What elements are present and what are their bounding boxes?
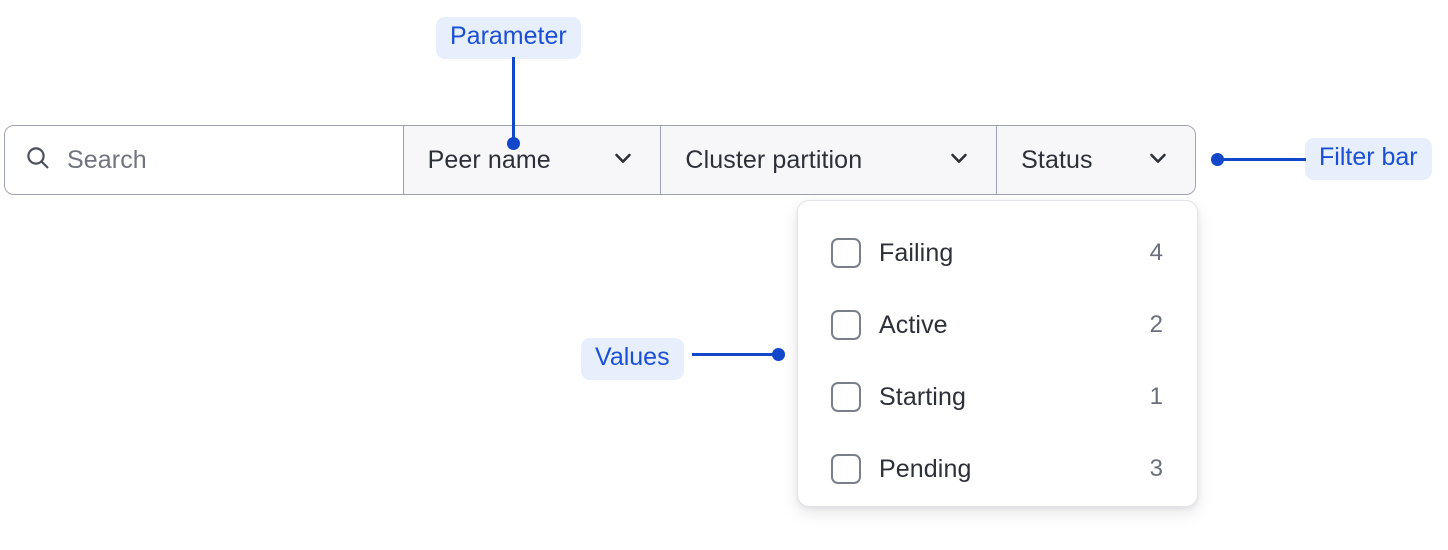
annotation-connector-filter-bar xyxy=(1222,158,1306,161)
chevron-down-icon xyxy=(946,145,972,176)
list-item[interactable]: Starting 1 xyxy=(831,361,1163,433)
option-count: 3 xyxy=(1149,455,1163,482)
checkbox-active[interactable] xyxy=(831,310,861,340)
annotation-label-values: Values xyxy=(581,338,684,380)
annotation-dot-parameter xyxy=(507,137,520,150)
annotation-dot-values xyxy=(772,348,785,361)
option-label: Starting xyxy=(879,382,966,411)
filter-dropdown-status-label: Status xyxy=(1021,145,1093,174)
filter-dropdown-cluster-partition[interactable]: Cluster partition xyxy=(660,126,997,194)
filter-dropdown-peer-name[interactable]: Peer name xyxy=(402,126,661,194)
search-icon xyxy=(25,145,51,176)
annotation-connector-parameter xyxy=(512,57,515,144)
option-count: 1 xyxy=(1149,383,1163,410)
list-item[interactable]: Active 2 xyxy=(831,289,1163,361)
list-item[interactable]: Pending 3 xyxy=(831,433,1163,505)
filter-bar: Search Peer name Cluster partition Statu… xyxy=(4,125,1196,195)
option-label: Active xyxy=(879,310,948,339)
option-label: Pending xyxy=(879,454,972,483)
filter-dropdown-status[interactable]: Status xyxy=(996,126,1195,194)
option-label: Failing xyxy=(879,238,954,267)
filter-dropdown-peer-name-label: Peer name xyxy=(427,145,551,174)
checkbox-pending[interactable] xyxy=(831,454,861,484)
annotation-label-parameter: Parameter xyxy=(436,17,581,59)
chevron-down-icon xyxy=(610,145,636,176)
option-count: 2 xyxy=(1149,311,1163,338)
list-item[interactable]: Failing 4 xyxy=(831,217,1163,289)
annotation-label-filter-bar: Filter bar xyxy=(1305,138,1432,180)
annotation-dot-filter-bar xyxy=(1211,153,1224,166)
search-input-placeholder[interactable]: Search xyxy=(67,145,147,174)
option-count: 4 xyxy=(1149,239,1163,266)
checkbox-starting[interactable] xyxy=(831,382,861,412)
status-filter-dropdown-panel: Failing 4 Active 2 Starting 1 Pending 3 xyxy=(797,200,1198,507)
filter-dropdown-cluster-partition-label: Cluster partition xyxy=(685,145,863,174)
chevron-down-icon xyxy=(1145,145,1171,176)
checkbox-failing[interactable] xyxy=(831,238,861,268)
annotation-connector-values xyxy=(692,353,776,356)
search-field[interactable]: Search xyxy=(5,126,403,194)
